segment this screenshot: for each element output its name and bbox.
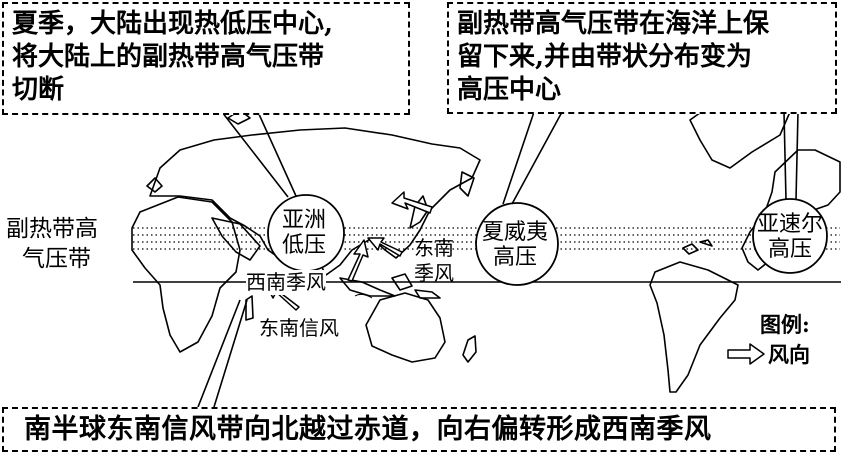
azores-high-line-1: 亚速尔: [757, 212, 824, 237]
hawaii-high-line-1: 夏威夷: [482, 220, 549, 245]
callout-right-line-1: 副热带高气压带在海洋上保: [457, 9, 770, 39]
callout-right-line-2: 留下来,并由带状分布变为: [457, 42, 753, 72]
hawaii-high-line-2: 高压: [493, 245, 538, 270]
southeast-monsoon-label: 东南 季风: [414, 236, 454, 286]
callout-ocean-high: 副热带高气压带在海洋上保 留下来,并由带状分布变为 高压中心: [447, 2, 837, 114]
arabian-peninsula: [211, 217, 261, 261]
callout-left-line-1: 夏季，大陆出现热低压中心,: [12, 9, 334, 39]
callout-left-line-3: 切断: [12, 75, 65, 105]
eurasia: [149, 127, 481, 276]
belt-label: 副热带高 气压带: [6, 214, 98, 274]
asia-low-label: 亚洲 低压: [282, 208, 326, 258]
southwest-monsoon-arrow: [347, 239, 369, 282]
south-america: [649, 261, 739, 393]
asia-low-line-2: 低压: [282, 233, 327, 258]
azores-high-label: 亚速尔 高压: [757, 212, 823, 262]
caribbean-islands: [682, 239, 713, 255]
pointer-bottom: [197, 299, 248, 408]
southeast-monsoon-line-1: 东南: [414, 236, 454, 260]
southeast-monsoon-arrow-left: [367, 237, 403, 257]
azores-high-circle: [752, 198, 828, 274]
belt-label-line-1: 副热带高: [6, 216, 98, 242]
pointer-left: [221, 111, 297, 198]
callout-left-line-2: 将大陆上的副热带高气压带: [12, 42, 325, 72]
hawaii-high-circle: [475, 202, 559, 286]
legend-arrow-icon: [727, 343, 765, 365]
australia: [365, 292, 446, 363]
hawaii-high-label: 夏威夷 高压: [482, 220, 548, 270]
legend-wind-label: 风向: [768, 342, 810, 367]
callout-right-line-3: 高压中心: [457, 75, 562, 105]
pointer-right: [502, 111, 563, 205]
southeast-monsoon-line-2: 季风: [414, 261, 454, 285]
southeast-trade-label: 东南信风: [259, 316, 339, 340]
southwest-monsoon-label: 西南季风: [246, 270, 326, 295]
callout-asia-low: 夏季，大陆出现热低压中心, 将大陆上的副热带高气压带 切断: [2, 2, 410, 115]
callout-southwest-monsoon: 南半球东南信风带向北越过赤道，向右偏转形成西南季风: [2, 407, 836, 452]
new-zealand: [462, 335, 477, 363]
pacific-wind-arrow: [391, 191, 433, 214]
asia-low-line-1: 亚洲: [282, 208, 327, 233]
arctic-island: [146, 177, 163, 193]
africa: [131, 196, 241, 353]
japan: [409, 195, 429, 229]
strait-line: [354, 293, 373, 299]
pointer-far-right: [783, 111, 799, 201]
legend-title: 图例:: [760, 312, 810, 337]
azores-high-line-2: 高压: [768, 237, 813, 262]
kamchatka: [459, 171, 475, 197]
belt-label-line-2: 气压带: [22, 246, 91, 272]
madagascar: [245, 295, 254, 321]
callout-bottom-text: 南半球东南信风带向北越过赤道，向右偏转形成西南季风: [24, 414, 712, 445]
